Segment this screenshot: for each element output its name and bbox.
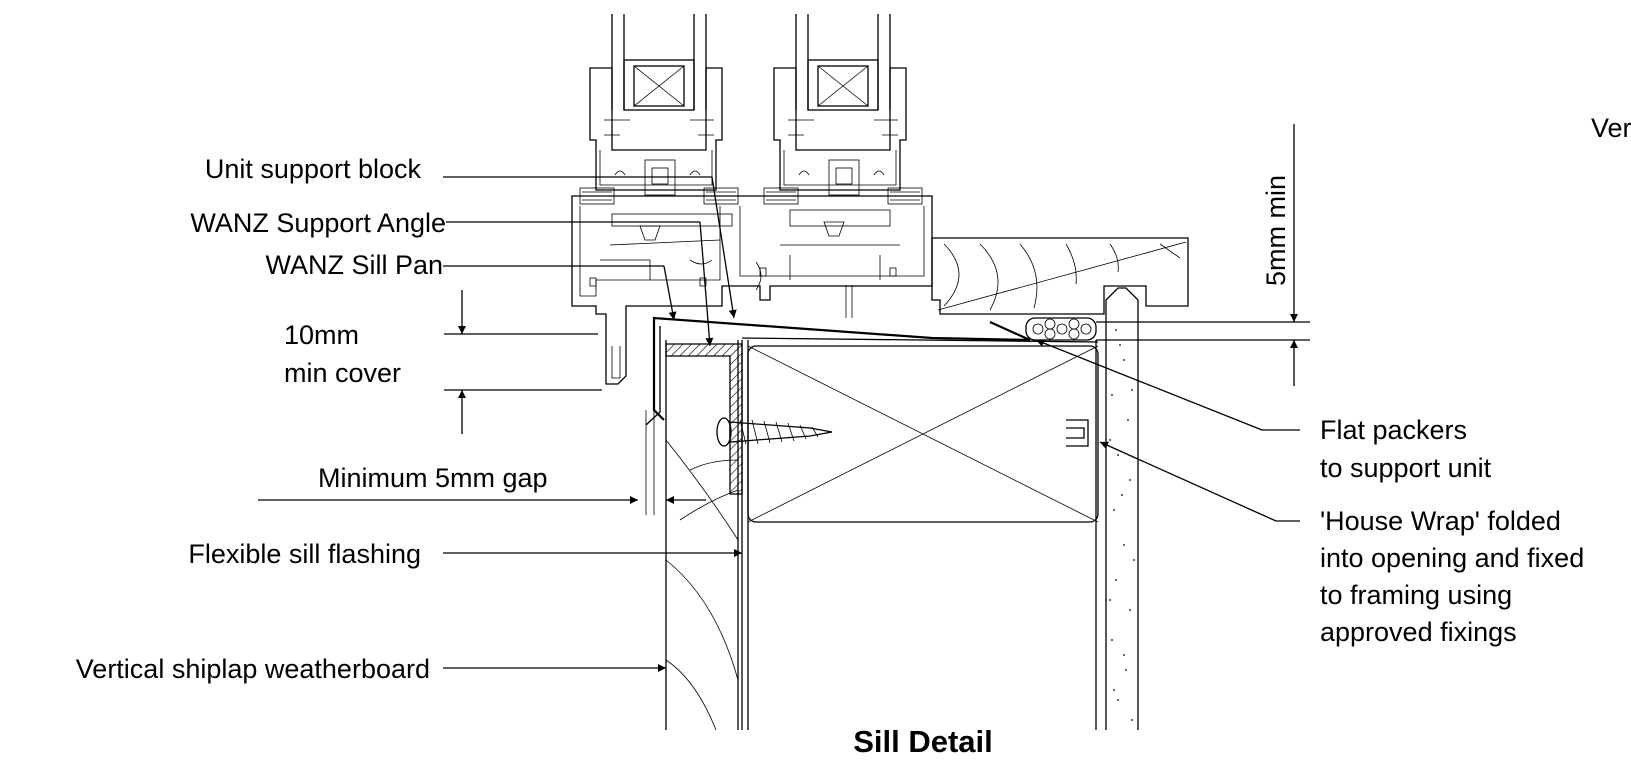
label-flat-packers-line1: Flat packers [1320, 415, 1467, 445]
label-min-gap: Minimum 5mm gap [318, 463, 548, 493]
right-sash-glazing [773, 14, 907, 196]
right-labels: Flat packers to support unit 'House Wrap… [1035, 113, 1631, 647]
screw-fixing [716, 417, 833, 447]
label-vertical-shiplap: Vertical shiplap weatherboard [76, 654, 430, 684]
label-min-cover-line2: min cover [284, 358, 401, 388]
label-flexible-sill-flashing: Flexible sill flashing [188, 539, 421, 569]
label-min-cover-line1: 10mm [284, 320, 359, 350]
sill-frame-profile [571, 195, 933, 385]
label-wanz-support-angle: WANZ Support Angle [190, 208, 446, 238]
label-cropped-right: Vertic [1591, 113, 1631, 143]
timber-sill-board [931, 237, 1189, 315]
label-wanz-sill-pan: WANZ Sill Pan [265, 250, 443, 280]
label-house-wrap-line4: approved fixings [1320, 617, 1517, 647]
label-house-wrap-line3: to framing using [1320, 580, 1512, 610]
left-sash-glazing [589, 14, 723, 196]
label-unit-support-block: Unit support block [205, 154, 422, 184]
sill-pan-flashing [645, 316, 1099, 426]
label-flat-packers-line2: to support unit [1320, 453, 1492, 483]
label-5mm-min: 5mm min [1261, 175, 1291, 286]
label-house-wrap-line2: into opening and fixed [1320, 543, 1584, 573]
plaster-lining [1109, 329, 1135, 721]
flat-packers [1025, 317, 1097, 341]
five-mm-dimension: 5mm min [1096, 124, 1310, 386]
drawing-title: Sill Detail [853, 724, 993, 759]
label-house-wrap-line1: 'House Wrap' folded [1320, 506, 1561, 536]
support-angle [665, 343, 743, 495]
left-labels: Unit support block WANZ Support Angle WA… [76, 154, 742, 684]
